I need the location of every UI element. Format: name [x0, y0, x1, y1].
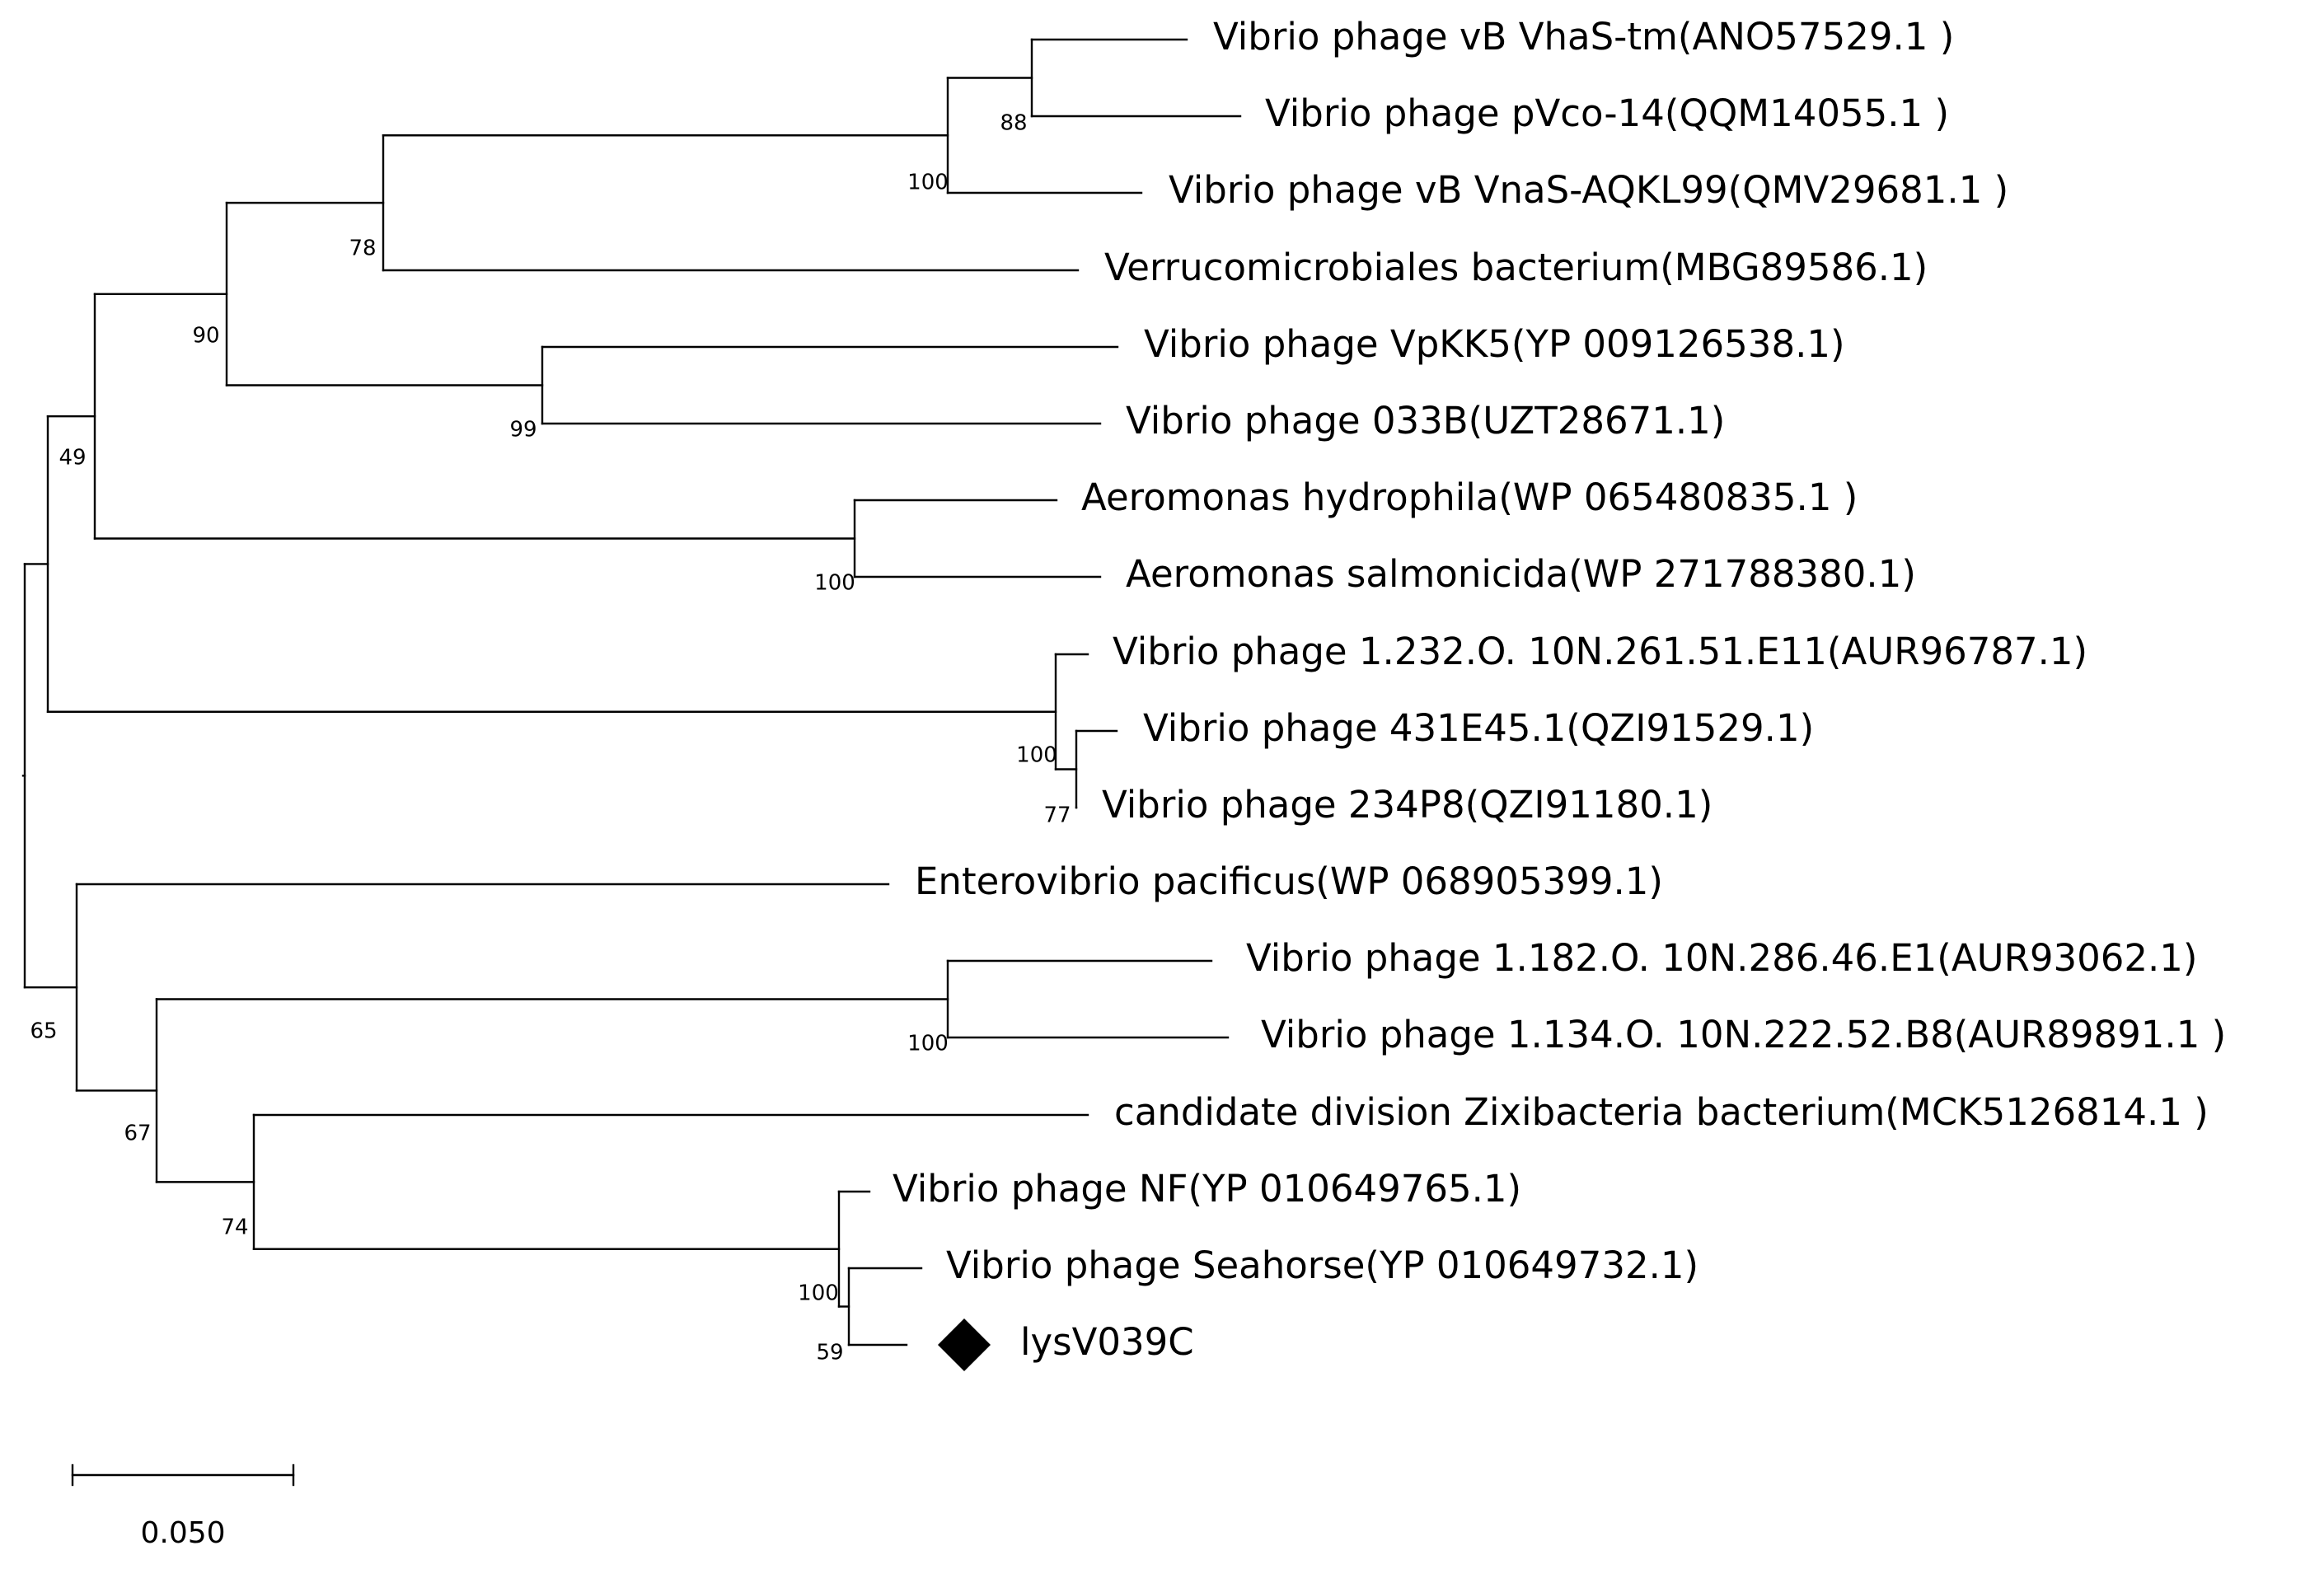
diamond-marker-icon: [938, 1318, 991, 1371]
taxon-label: Vibrio phage 1.134.O. 10N.222.52.B8(AUR8…: [1261, 1013, 2226, 1056]
taxon-label: Vibrio phage 1.232.O. 10N.261.51.E11(AUR…: [1113, 630, 2087, 673]
taxon-label: candidate division Zixibacteria bacteriu…: [1114, 1090, 2209, 1134]
tree-branches: [21, 38, 1242, 1347]
taxon-label: Vibrio phage vB VnaS-AQKL99(QMV29681.1 ): [1169, 168, 2008, 212]
taxon-label: Vibrio phage 033B(UZT28671.1): [1126, 399, 1725, 443]
bootstrap-value: 49: [59, 446, 86, 471]
bootstrap-value: 90: [192, 324, 219, 349]
bootstrap-value: 74: [221, 1215, 248, 1240]
bootstrap-value: 100: [907, 1032, 949, 1056]
taxon-label: lysV039C: [1020, 1320, 1194, 1364]
scale-bar: 0.050: [71, 1464, 295, 1550]
bootstrap-value: 67: [124, 1122, 151, 1146]
bootstrap-value: 88: [1000, 111, 1027, 136]
taxon-label: Aeromonas hydrophila(WP 065480835.1 ): [1081, 475, 1858, 519]
taxon-label: Vibrio phage NF(YP 010649765.1): [893, 1167, 1521, 1211]
taxon-label: Enterovibrio pacificus(WP 068905399.1): [915, 859, 1663, 903]
taxon-label: Verrucomicrobiales bacterium(MBG89586.1): [1104, 246, 1928, 289]
taxon-label: Vibrio phage 234P8(QZI91180.1): [1102, 783, 1713, 827]
taxon-label: Vibrio phage vB VhaS-tm(ANO57529.1 ): [1213, 15, 1954, 59]
taxon-label: Vibrio phage pVco-14(QQM14055.1 ): [1265, 91, 1949, 135]
taxon-label: Vibrio phage 1.182.O. 10N.286.46.E1(AUR9…: [1246, 936, 2198, 980]
bootstrap-value: 77: [1043, 803, 1071, 828]
taxon-label: Aeromonas salmonicida(WP 271788380.1): [1126, 552, 1916, 596]
taxon-label: Vibrio phage VpKK5(YP 009126538.1): [1144, 322, 1845, 366]
taxon-labels: Vibrio phage vB VhaS-tm(ANO57529.1 ) Vibr…: [893, 15, 2226, 1371]
bootstrap-value: 59: [816, 1341, 843, 1365]
bootstrap-value: 65: [30, 1019, 57, 1044]
bootstrap-value: 100: [798, 1281, 839, 1306]
bootstrap-value: 78: [349, 237, 376, 261]
bootstrap-value: 100: [907, 171, 949, 195]
taxon-label: Vibrio phage Seahorse(YP 010649732.1): [946, 1243, 1698, 1287]
bootstrap-value: 100: [1016, 743, 1057, 768]
taxon-label: Vibrio phage 431E45.1(QZI91529.1): [1143, 706, 1814, 750]
bootstrap-value: 99: [509, 418, 536, 443]
bootstrap-labels: 88 100 78 99 90 100 77 100 100 59 100 74 67 65 49: [30, 111, 1071, 1365]
bootstrap-value: 100: [814, 571, 855, 596]
scale-bar-label: 0.050: [140, 1516, 225, 1550]
